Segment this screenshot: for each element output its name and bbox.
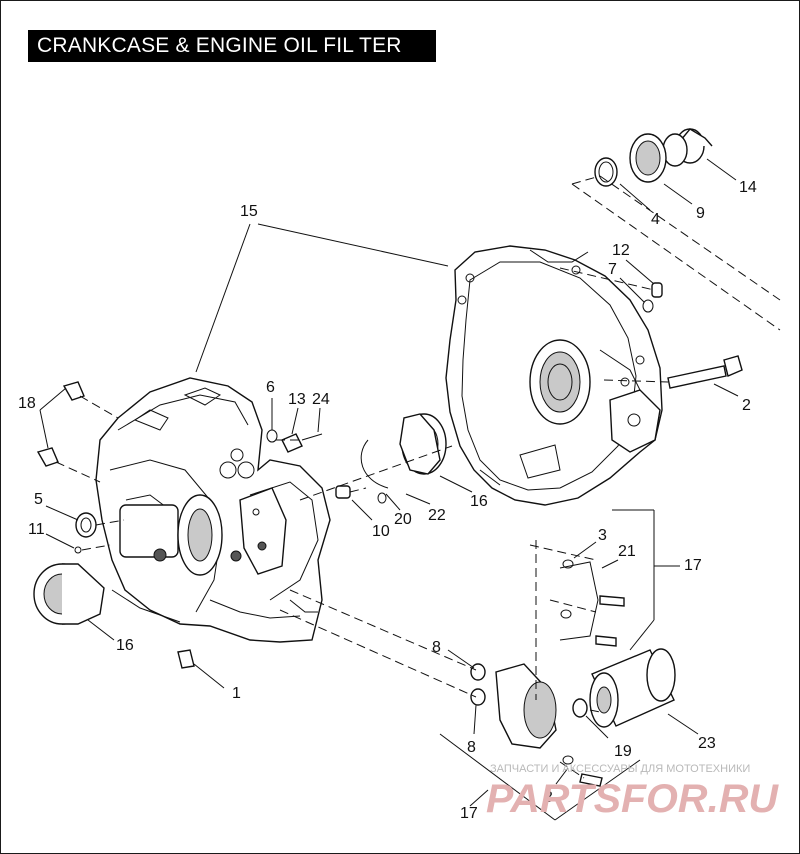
- callout-10: 10: [372, 523, 390, 540]
- oil-seal-9: [629, 133, 667, 183]
- callout-9: 9: [696, 205, 705, 222]
- retaining-ring-4: [594, 157, 618, 187]
- callout-20: 20: [394, 511, 412, 528]
- callout-1: 1: [232, 685, 241, 702]
- o-ring-6: [266, 429, 278, 443]
- needle-bearing-5: [75, 512, 97, 538]
- o-ring-7: [642, 299, 654, 313]
- fitting-1: [177, 649, 195, 669]
- callout-12: 12: [612, 242, 630, 259]
- oil-filter-23: [589, 648, 676, 728]
- leader-lines: [39, 158, 739, 821]
- callout-labels: 15 14 4 9 12 7 2 18 6 13 24 5 11 16 16 2…: [18, 179, 757, 822]
- callout-11: 11: [28, 521, 45, 538]
- gaskets-3-and-8: [470, 559, 574, 765]
- o-ring-22: [377, 492, 387, 504]
- main-bearing-16-left: [33, 563, 105, 625]
- callout-6: 6: [266, 379, 275, 396]
- callout-18: 18: [18, 395, 36, 412]
- alignment-dashed-lines: [55, 175, 781, 779]
- callout-14: 14: [739, 179, 757, 196]
- right-crankcase-half: [445, 245, 663, 506]
- callout-15: 15: [240, 203, 258, 220]
- bolt-2: [667, 355, 743, 389]
- callout-13: 13: [288, 391, 306, 408]
- fittings-18: [36, 381, 85, 467]
- callout-5: 5: [34, 491, 43, 508]
- callout-21: 21: [618, 543, 636, 560]
- callout-22: 22: [428, 507, 446, 524]
- callout-4: 4: [651, 211, 660, 228]
- callout-19: 19: [614, 743, 632, 760]
- bolts-21: [579, 595, 625, 787]
- bearing-race-14: [662, 128, 713, 167]
- callout-17-bottom: 17: [460, 805, 478, 822]
- breather-valve-13-24: [281, 433, 323, 453]
- watermark-brand: PARTSFOR.RU: [486, 777, 779, 821]
- filter-adapter-19: [572, 698, 588, 718]
- dowel-10: [335, 485, 351, 499]
- callout-23: 23: [698, 735, 716, 752]
- plug-11: [74, 546, 82, 554]
- callout-8-bottom: 8: [467, 739, 476, 756]
- watermark-tagline: ЗАПЧАСТИ И АКСЕССУАРЫ ДЛЯ МОТОТЕХНИКИ: [490, 763, 750, 775]
- oil-filter-mount-17: [495, 561, 599, 749]
- callout-3-bottom: 3: [544, 789, 553, 806]
- diagram-title: CRANKCASE & ENGINE OIL FIL TER: [28, 30, 436, 62]
- callout-7: 7: [608, 261, 617, 278]
- callout-3-top: 3: [598, 527, 607, 544]
- left-crankcase-half: [95, 377, 331, 643]
- callout-24: 24: [312, 391, 330, 408]
- callout-2: 2: [742, 397, 751, 414]
- watermark: ЗАПЧАСТИ И АКСЕССУАРЫ ДЛЯ МОТОТЕХНИКИ PA…: [486, 763, 779, 821]
- callout-16-left: 16: [116, 637, 134, 654]
- callout-16-right: 16: [470, 493, 488, 510]
- main-bearing-16-right: [399, 413, 447, 475]
- callout-8-top: 8: [432, 639, 441, 656]
- retaining-ring-20: [360, 439, 389, 489]
- dowel-pin-12: [651, 282, 663, 298]
- callout-17-top: 17: [684, 557, 702, 574]
